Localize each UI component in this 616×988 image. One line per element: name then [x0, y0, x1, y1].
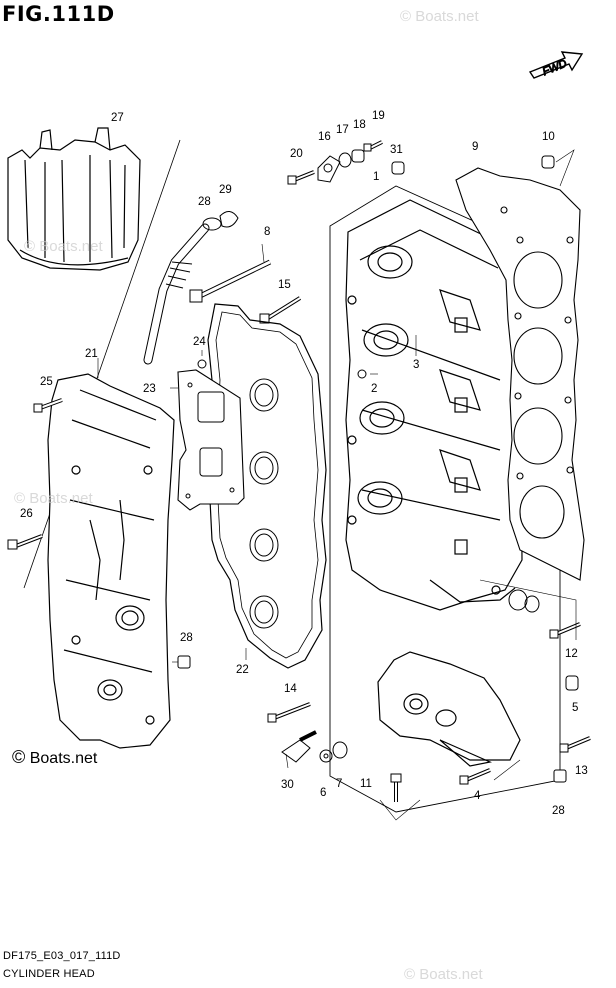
callout-7: 7 — [336, 778, 342, 790]
part-8-bolt — [189, 243, 272, 303]
copyright-icon: © — [12, 747, 26, 767]
watermark-faint-2: © Boats.net — [24, 238, 103, 255]
callout-21: 21 — [85, 348, 98, 360]
part-27-cover — [7, 127, 141, 271]
callout-31: 30 — [281, 779, 294, 791]
part-10-dowel — [541, 149, 575, 187]
part-25-bolt — [33, 398, 63, 413]
callout-20: 20 — [290, 148, 303, 160]
callout-13: 13 — [575, 765, 588, 777]
callout-14: 14 — [284, 683, 297, 695]
part-7-oring — [332, 741, 348, 759]
callout-28-right: 28 — [552, 805, 565, 817]
callout-22: 22 — [236, 664, 249, 676]
part-15-bolt — [259, 296, 302, 324]
part-29-hose — [143, 217, 222, 365]
callout-27: 27 — [111, 112, 124, 124]
part-1-cylinder-head — [345, 199, 523, 611]
callout-1: 1 — [373, 171, 379, 183]
callout-25: 25 — [40, 376, 53, 388]
part-14-bolt — [267, 702, 311, 723]
callout-26: 26 — [20, 508, 33, 520]
callout-23: 23 — [143, 383, 156, 395]
figure-code: DF175_E03_017_111D — [3, 950, 121, 962]
part-23-plate — [170, 369, 245, 511]
part-9-head-gasket — [455, 167, 585, 581]
part-seal-ring — [508, 589, 540, 613]
callout-16: 16 — [318, 131, 331, 143]
part-17-oring — [338, 152, 352, 168]
part-13-bolt — [559, 736, 591, 753]
part-12-bolt — [479, 579, 581, 640]
watermark-faint-1: © Boats.net — [400, 8, 479, 25]
watermark: © Boats.net — [12, 747, 97, 768]
part-11-bolt — [390, 773, 402, 802]
callout-2: 2 — [371, 383, 377, 395]
callout-9: 9 — [472, 141, 478, 153]
part-28-plug-right — [553, 769, 567, 783]
callout-10: 10 — [542, 131, 555, 143]
part-21-cam-cover — [47, 358, 175, 749]
callout-17: 17 — [336, 124, 349, 136]
part-20-bolt — [287, 170, 315, 185]
part-2-bolt — [357, 369, 378, 379]
callout-3: 3 — [413, 359, 419, 371]
figure-title: FIG.111D — [2, 2, 115, 26]
callout-11: 11 — [360, 778, 372, 790]
part-31-sensor — [281, 730, 317, 769]
callout-12: 12 — [565, 648, 578, 660]
callout-6: 6 — [320, 787, 326, 799]
callout-labels: 27 29 28 8 15 24 23 21 25 26 28 22 20 16… — [20, 110, 588, 817]
watermark-text: Boats.net — [29, 750, 98, 767]
callout-19: 19 — [372, 110, 385, 122]
part-32-dowel — [391, 161, 405, 175]
callout-28-left: 28 — [180, 632, 193, 644]
part-6-washer — [319, 749, 333, 763]
part-18-sensor — [351, 149, 365, 163]
watermark-faint-4: © Boats.net — [404, 966, 483, 983]
figure-name: CYLINDER HEAD — [3, 968, 95, 980]
callout-4: 4 — [474, 790, 481, 802]
part-19-bolt — [363, 140, 383, 152]
callout-18: 18 — [353, 119, 366, 131]
part-16-bracket — [317, 155, 341, 183]
watermark-faint-3: © Boats.net — [14, 490, 93, 507]
callout-8: 8 — [264, 226, 270, 238]
callout-29: 28 — [198, 196, 211, 208]
part-lower-housing — [377, 651, 521, 767]
callout-30: 29 — [219, 184, 232, 196]
callout-24: 24 — [193, 336, 206, 348]
part-30-clamp — [219, 211, 239, 228]
part-28-plug-left — [172, 655, 191, 669]
fwd-label: FWD — [541, 58, 569, 79]
callout-32: 31 — [390, 144, 403, 156]
part-24-bolt — [197, 350, 207, 369]
fwd-arrow-icon: FWD — [528, 51, 584, 79]
callout-5: 5 — [572, 702, 578, 714]
part-5-dowel — [565, 675, 579, 691]
part-26-bolt — [7, 534, 43, 550]
part-4-bolt — [459, 768, 491, 785]
callout-15: 15 — [278, 279, 291, 291]
